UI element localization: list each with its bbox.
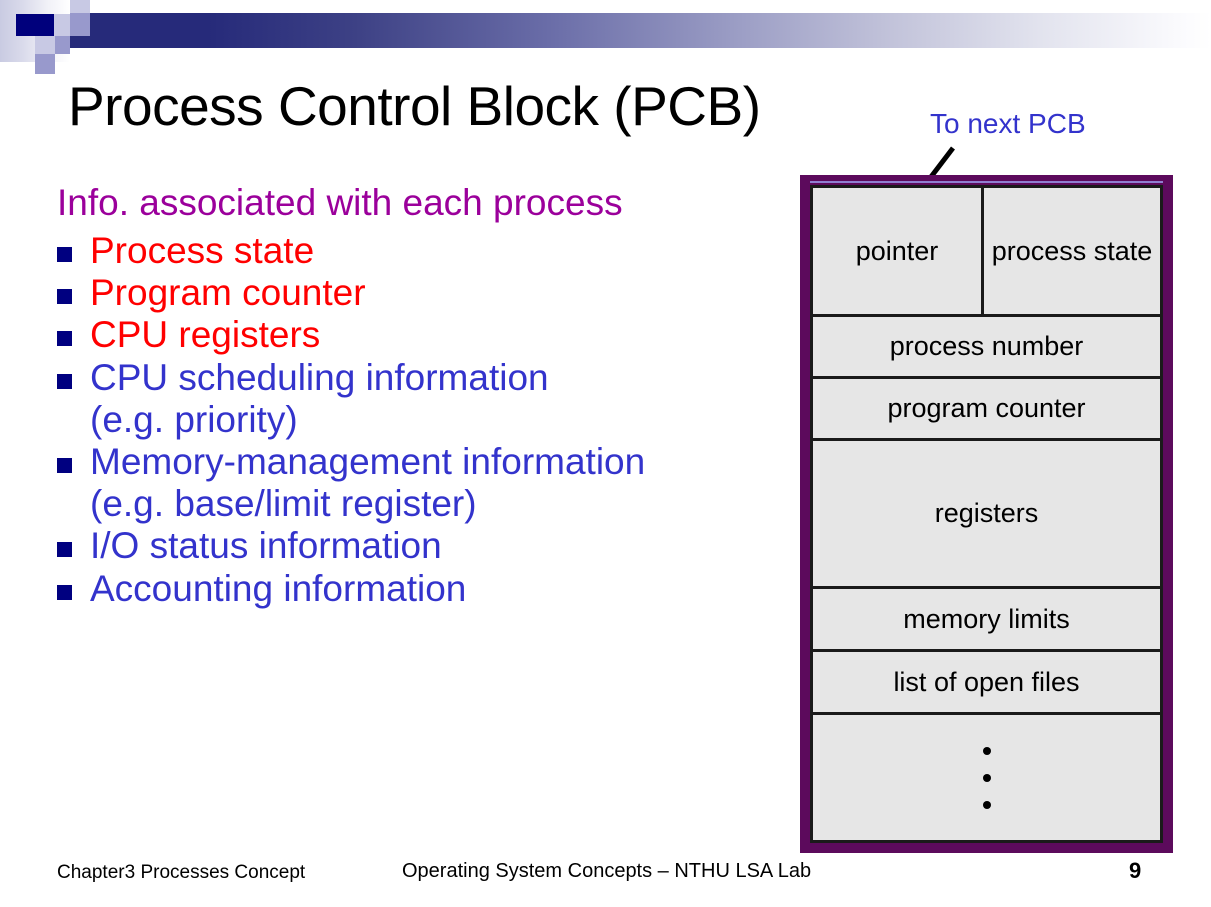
pcb-cell-ellipsis [813, 715, 1160, 840]
list-item: Process state [57, 231, 797, 270]
square-bullet-icon [57, 584, 72, 600]
pcb-next-pointer-annotation: To next PCB [930, 108, 1086, 139]
pcb-cell-list-of-open-files: list of open files [813, 652, 1160, 715]
header-square-navy [16, 14, 54, 36]
bullet-list: Info. associated with each process Proce… [57, 183, 797, 611]
lead-statement: Info. associated with each process [57, 182, 623, 223]
page-title: Process Control Block (PCB) [68, 75, 761, 137]
header-square-lavender-top [70, 0, 90, 13]
list-item: I/O status information [57, 525, 797, 567]
table-row: pointer process state [813, 188, 1160, 317]
header-square-lavender-b [70, 13, 90, 36]
square-bullet-icon [57, 458, 72, 474]
footer-chapter-label: Chapter3 Processes Concept [57, 862, 306, 883]
square-bullet-icon [57, 331, 72, 347]
square-bullet-icon [57, 373, 72, 389]
pcb-cell-process-number: process number [813, 317, 1160, 379]
square-bullet-icon [57, 542, 72, 558]
decorative-header-band [0, 0, 1211, 75]
bullet-label: CPU registers [90, 314, 321, 356]
list-item: CPU scheduling information [57, 356, 797, 398]
header-square-lavender-e [55, 36, 70, 54]
bullet-label: Program counter [90, 272, 366, 314]
bullet-continuation: (e.g. priority) [90, 398, 298, 440]
pcb-cell-process-state: process state [991, 235, 1153, 266]
bullet-label: Accounting information [90, 567, 467, 609]
footer-course-label: Operating System Concepts – NTHU LSA Lab [402, 860, 812, 882]
bullet-label: CPU scheduling information [90, 356, 549, 398]
footer-page-number: 9 [1129, 858, 1142, 883]
list-item: Accounting information [57, 567, 797, 609]
list-item: Program counter [57, 273, 797, 312]
pcb-table: pointer process state process number pro… [810, 185, 1163, 843]
bullet-continuation: (e.g. base/limit register) [90, 483, 477, 525]
pcb-accent-line [810, 181, 1163, 183]
dot-icon [982, 800, 991, 809]
list-item: Memory-management information [57, 442, 797, 481]
header-gradient-bar [70, 13, 1211, 48]
vertical-ellipsis-icon [982, 746, 991, 809]
bullet-label: I/O status information [90, 525, 442, 567]
dot-icon [982, 746, 991, 755]
pcb-cell-memory-limits: memory limits [813, 589, 1160, 652]
list-item: CPU registers [57, 314, 797, 356]
square-bullet-icon [57, 289, 72, 305]
pcb-cell-pointer: pointer [813, 188, 984, 314]
bullet-label: Process state [90, 229, 315, 271]
pcb-cell-registers: registers [813, 441, 1160, 589]
dot-icon [982, 773, 991, 782]
square-bullet-icon [57, 246, 72, 262]
pcb-cell-program-counter: program counter [813, 379, 1160, 441]
header-square-lavender-d [35, 54, 55, 74]
header-square-lavender-a [52, 14, 70, 36]
bullet-label: Memory-management information [90, 441, 646, 483]
